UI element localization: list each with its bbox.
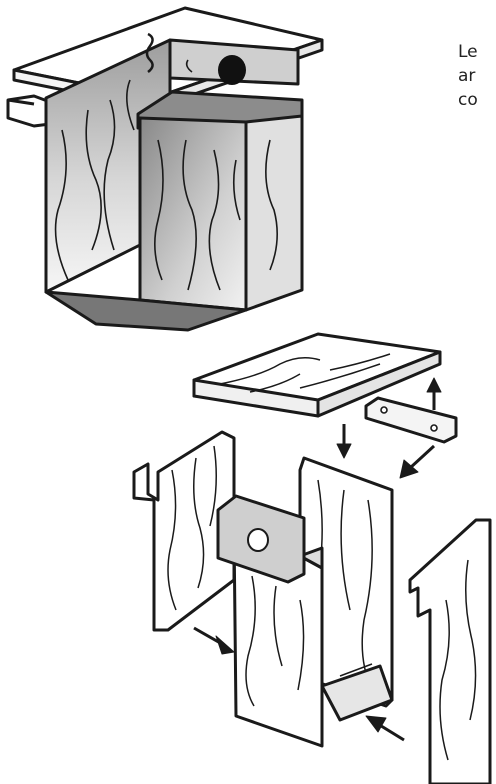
exploded-birdhouse-icon — [134, 334, 490, 784]
caption-text: Le ar co — [458, 40, 496, 112]
caption-line-2: ar — [458, 64, 496, 88]
right-side-panel-part — [410, 520, 490, 784]
entrance-hole — [218, 55, 246, 85]
caption-line-1: Le — [458, 40, 496, 64]
assembled-birdhouse-icon — [8, 8, 322, 330]
entrance-hole-part — [248, 529, 268, 551]
caption-line-3: co — [458, 88, 496, 112]
mounting-cleat-part — [366, 398, 456, 442]
